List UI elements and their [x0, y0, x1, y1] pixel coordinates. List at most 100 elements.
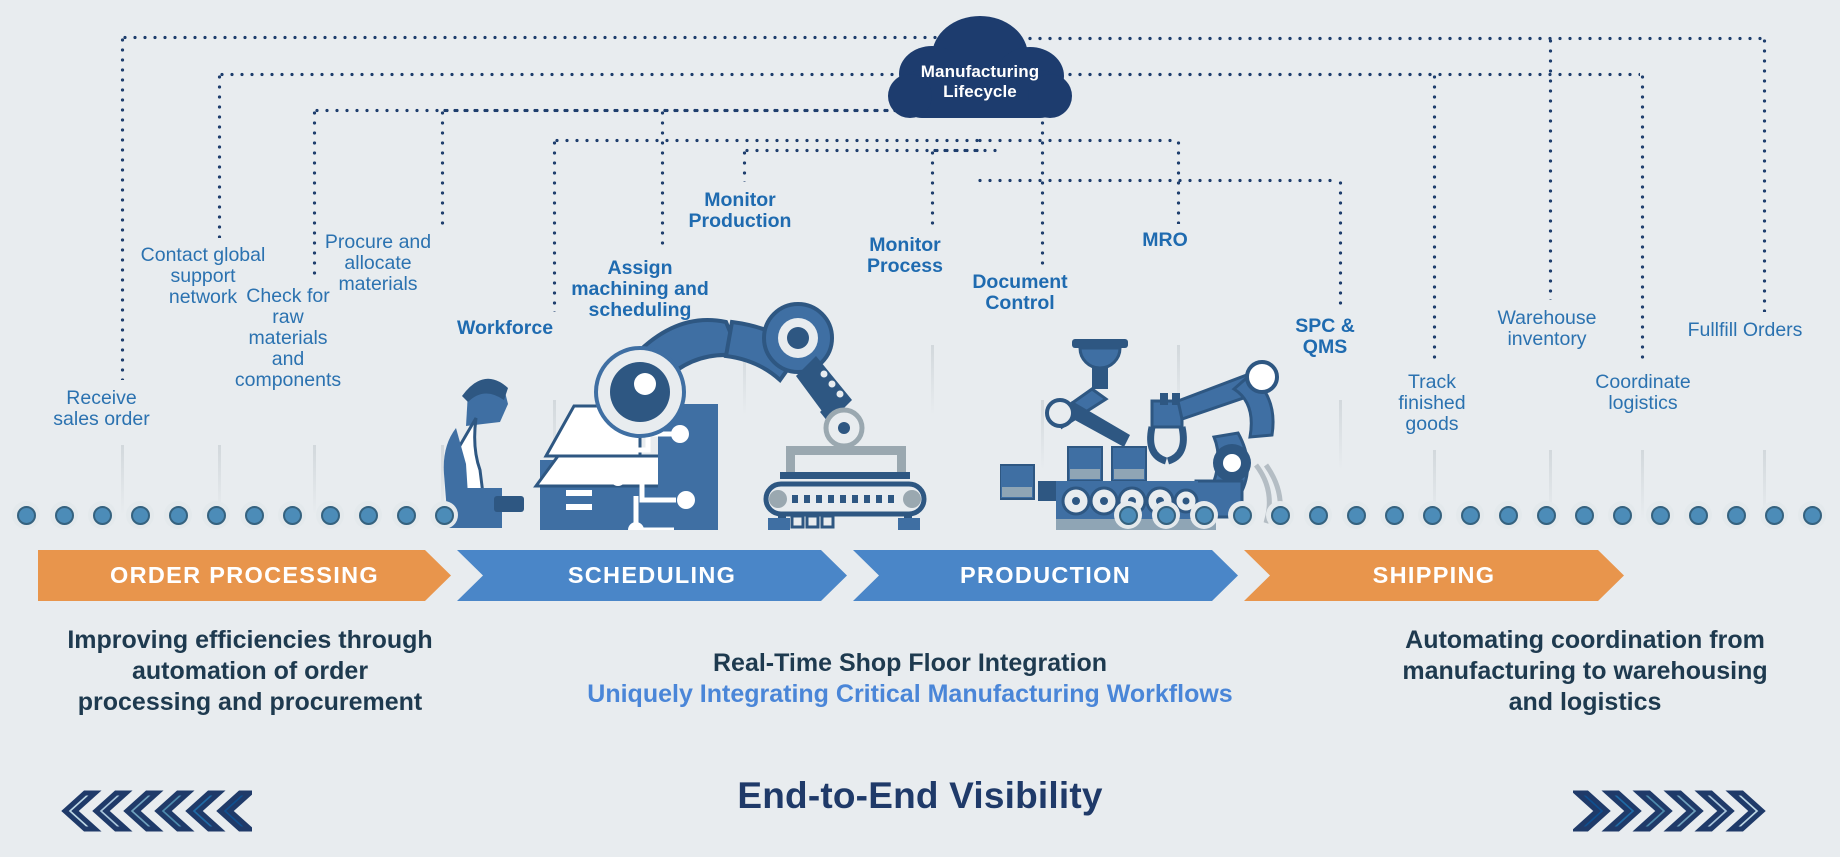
step-stem — [931, 345, 934, 415]
pick-place-robot — [1147, 360, 1283, 524]
manufacturing-lifecycle-cloud: Manufacturing Lifecycle — [880, 8, 1080, 130]
connector-horizontal — [930, 148, 1000, 153]
step-stem — [1763, 450, 1766, 520]
chevron-arrow-icon — [154, 790, 195, 832]
step-label-document-control: Document Control — [972, 271, 1068, 315]
rail-dot — [1760, 501, 1788, 529]
connector-horizontal — [975, 36, 1762, 41]
scheduling-illustration — [443, 302, 927, 530]
description-line: Real-Time Shop Floor Integration — [712, 649, 1107, 677]
rail-dot — [1152, 501, 1180, 529]
rail-dot — [1456, 501, 1484, 529]
phase-chevron-label: SCHEDULING — [567, 562, 737, 588]
connector-horizontal — [975, 178, 1338, 183]
connector-vertical — [552, 138, 557, 312]
rail-dot — [50, 501, 78, 529]
rail-dot — [1570, 501, 1598, 529]
description-line: Improving efficiencies through automatio… — [67, 626, 433, 716]
connector-vertical — [120, 35, 125, 380]
connector-horizontal — [742, 148, 985, 153]
connector-vertical — [742, 148, 747, 182]
connector-vertical — [217, 72, 222, 238]
rail-dot — [1532, 501, 1560, 529]
connector-horizontal — [552, 138, 985, 143]
worker-figure — [443, 378, 524, 528]
connector-horizontal — [975, 138, 1176, 143]
step-stem — [313, 445, 316, 515]
step-stem — [1641, 450, 1644, 520]
step-label-workforce: Workforce — [456, 317, 554, 339]
step-stem — [1549, 450, 1552, 520]
step-label-coordinate-logistics: Coordinate logistics — [1595, 371, 1691, 415]
chevron-arrow-icon — [61, 790, 102, 832]
rail-dot — [126, 501, 154, 529]
cloud-label-line2: Lifecycle — [943, 82, 1017, 101]
phase-banner: ORDER PROCESSING SCHEDULING PRODUCTION SHIP… — [38, 550, 1806, 601]
step-label-warehouse-inventory: Warehouse inventory — [1497, 307, 1597, 351]
step-label-fullfill-orders: Fullfill Orders — [1687, 319, 1803, 341]
process-dot-rail — [0, 495, 1840, 537]
phase-chevron-label: ORDER PROCESSING — [110, 562, 379, 588]
connector-vertical — [1762, 36, 1767, 312]
rail-dot — [1418, 501, 1446, 529]
step-label-assign-machining: Assign machining and scheduling — [571, 257, 709, 322]
rail-dot — [88, 501, 116, 529]
connector-vertical — [1548, 36, 1553, 300]
chevron-arrow-icon — [1694, 790, 1735, 832]
cloud-label: Manufacturing Lifecycle — [880, 8, 1080, 130]
rail-dot — [1266, 501, 1294, 529]
rail-dot — [1684, 501, 1712, 529]
rail-dot — [1114, 501, 1142, 529]
connector-horizontal — [975, 72, 1640, 77]
inspection-arm — [1045, 339, 1130, 447]
left-chevron-arrows — [61, 790, 257, 832]
rail-dot — [202, 501, 230, 529]
phase-chevron-label: SHIPPING — [1372, 562, 1496, 588]
chevron-arrow-icon — [92, 790, 133, 832]
step-stem — [1339, 400, 1342, 470]
step-label-spc-qms: SPC & QMS — [1295, 315, 1355, 359]
connector-horizontal — [120, 35, 985, 40]
rail-dot — [1190, 501, 1218, 529]
step-label-procure-allocate: Procure and allocate materials — [324, 231, 432, 296]
chevron-arrow-icon — [216, 790, 257, 832]
step-label-monitor-production: Monitor Production — [688, 189, 792, 233]
connector-vertical — [660, 108, 665, 250]
phase-chevron-order-processing[interactable]: ORDER PROCESSING — [38, 550, 451, 601]
connector-horizontal — [660, 108, 985, 113]
connector-vertical — [1040, 108, 1045, 265]
connector-vertical — [1176, 138, 1181, 224]
conveyor-belt — [763, 407, 927, 530]
order-processing-description: Improving efficiencies through automatio… — [20, 625, 480, 718]
connector-vertical — [1338, 178, 1343, 308]
chevron-arrow-icon — [123, 790, 164, 832]
phase-chevron-production[interactable]: PRODUCTION — [853, 550, 1238, 601]
shipping-description: Automating coordination from manufacturi… — [1340, 625, 1830, 718]
step-label-mro: MRO — [1142, 229, 1188, 251]
robotic-arm — [594, 302, 852, 438]
step-label-check-raw-materials: Check for raw materials and components — [234, 285, 342, 392]
phase-chevron-scheduling[interactable]: SCHEDULING — [457, 550, 847, 601]
rail-dot — [1646, 501, 1674, 529]
rail-dot — [1494, 501, 1522, 529]
connector-vertical — [312, 108, 317, 278]
step-stem — [553, 400, 556, 470]
rail-dot — [1228, 501, 1256, 529]
chevron-arrow-icon — [1601, 790, 1642, 832]
phase-chevron-shipping[interactable]: SHIPPING — [1244, 550, 1624, 601]
rail-dot — [1798, 501, 1826, 529]
rail-dot — [164, 501, 192, 529]
step-label-receive-sales-order: Receive sales order — [53, 387, 150, 431]
description-line: Automating coordination from manufacturi… — [1402, 626, 1768, 716]
step-stem — [218, 445, 221, 515]
chevron-arrow-icon — [1725, 790, 1766, 832]
rail-dot — [316, 501, 344, 529]
chevron-arrow-icon — [1632, 790, 1673, 832]
connector-vertical — [1640, 72, 1645, 365]
step-label-contact-global-support: Contact global support network — [140, 244, 266, 309]
rail-dot — [1304, 501, 1332, 529]
end-to-end-visibility-title: End-to-End Visibility — [737, 775, 1103, 816]
rail-dot — [392, 501, 420, 529]
